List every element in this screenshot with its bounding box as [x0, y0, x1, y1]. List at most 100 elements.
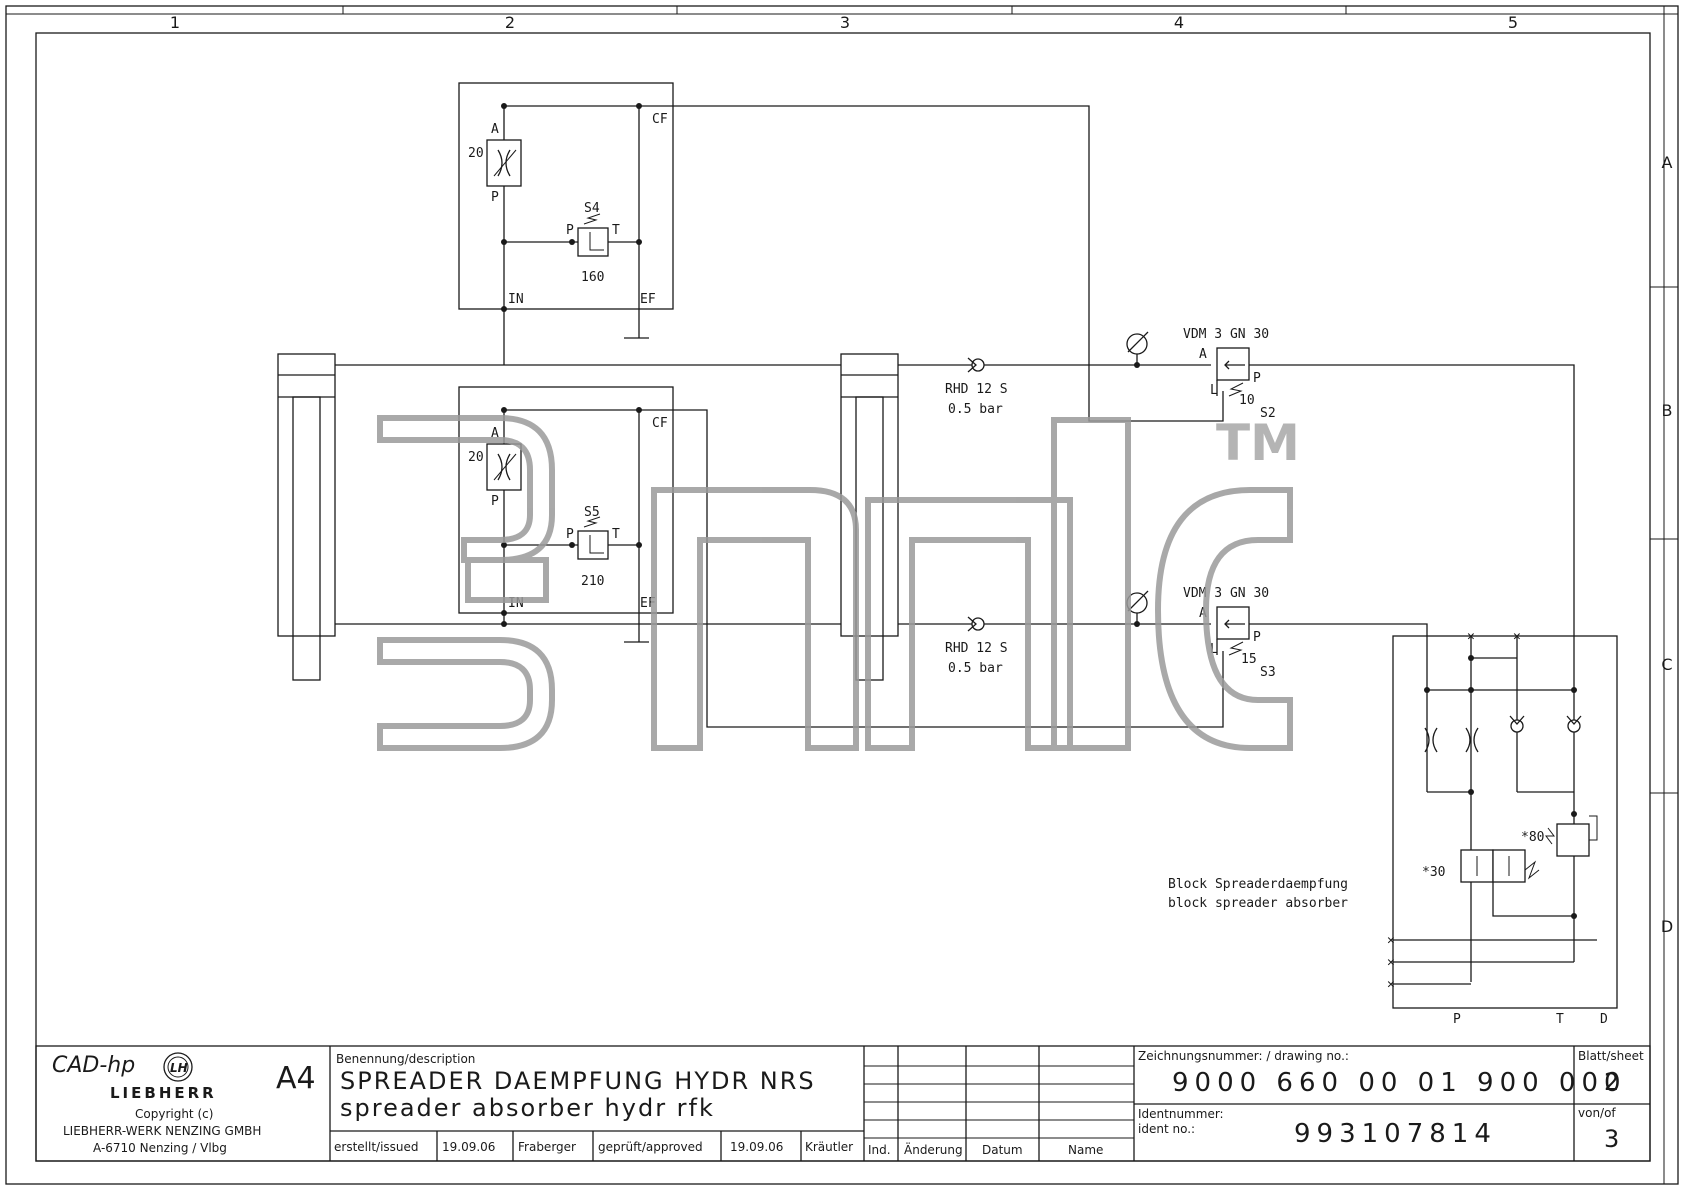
sheet-number: 2 [1604, 1068, 1619, 1096]
description-de: SPREADER DAEMPFUNG HYDR NRS [340, 1067, 816, 1095]
grid-row-b: B [1662, 401, 1673, 420]
sheet-label: Blatt/sheet [1578, 1049, 1644, 1063]
pressure-valve-s3-label: S3 [1260, 665, 1276, 680]
upper-port-in: IN [508, 292, 524, 307]
pressure-gauge-upper [1126, 331, 1149, 368]
description-label: Benennung/description [336, 1052, 475, 1066]
absorber-valve-30-setting: *30 [1422, 865, 1445, 880]
pressure-valve-s3-port-l: L [1210, 642, 1218, 657]
svg-text:✕: ✕ [1387, 933, 1395, 948]
upper-port-cf: CF [652, 112, 668, 127]
grid-col-3: 3 [840, 13, 850, 32]
svg-text:✕: ✕ [1387, 955, 1395, 970]
absorber-label-en: block spreader absorber [1168, 896, 1348, 911]
cylinder-left [277, 353, 336, 681]
absorber-valve-30 [1460, 849, 1574, 917]
grid-column-labels: 1 2 3 4 5 [170, 13, 1518, 32]
upper-port-p: P [491, 190, 499, 205]
copyright-text: Copyright (c) [135, 1107, 213, 1121]
grid-row-labels: A B C D [1661, 153, 1673, 936]
upper-relief-t: T [612, 223, 620, 238]
pressure-valve-s2-setting: 10 [1239, 393, 1255, 408]
absorber-port-t: T [1556, 1012, 1564, 1027]
check-valve-upper: RHD 12 S 0.5 bar [945, 357, 1008, 417]
absorber-valve-80 [1545, 815, 1598, 857]
company-name: LIEBHERR-WERK NENZING GMBH [63, 1124, 261, 1138]
upper-port-ef: EF [640, 292, 656, 307]
revision-name-header: Name [1068, 1143, 1103, 1157]
pressure-valve-s3-port-p: P [1253, 630, 1261, 645]
check-valve-lower-pressure: 0.5 bar [948, 661, 1003, 676]
grid-col-2: 2 [505, 13, 515, 32]
title-block: CAD-hp LH LIEBHERR A4 Copyright (c) LIEB… [35, 1045, 1651, 1162]
pressure-valve-s3-type: VDM 3 GN 30 [1183, 586, 1269, 601]
svg-text:✕: ✕ [1513, 629, 1521, 644]
drawing-no-label: Zeichnungsnummer: / drawing no.: [1138, 1049, 1349, 1063]
pressure-valve-s2-port-p: P [1253, 371, 1261, 386]
valve-block-lower: 20 A P S5 P T 210 CF IN EF [458, 386, 674, 643]
pressure-valve-s2-type: VDM 3 GN 30 [1183, 327, 1269, 342]
lower-relief-p: P [566, 527, 574, 542]
upper-port-a: A [491, 122, 499, 137]
pressure-valve-s3-setting: 15 [1241, 652, 1257, 667]
cad-label: CAD-hp [52, 1053, 135, 1078]
issued-date: 19.09.06 [442, 1140, 495, 1154]
absorber-valve-80-setting: *80 [1521, 830, 1544, 845]
pressure-gauge-lower [1126, 590, 1149, 627]
revision-change-header: Änderung [904, 1142, 963, 1157]
upper-relief-label: S4 [584, 201, 600, 216]
approved-by: Kräutler [805, 1140, 853, 1154]
of-label: von/of [1578, 1106, 1616, 1120]
lower-relief-pressure: 210 [581, 574, 604, 589]
pressure-valve-s3-port-a: A [1199, 606, 1207, 621]
upper-relief-pressure: 160 [581, 270, 604, 285]
svg-text:✕: ✕ [1467, 629, 1475, 644]
check-valve-upper-pressure: 0.5 bar [948, 402, 1003, 417]
drawing-frame [5, 5, 1679, 1185]
revision-ind-header: Ind. [868, 1143, 891, 1157]
valve-block-upper: 20 A P S4 P T 160 CF IN EF [458, 82, 674, 339]
ident-label-de: Identnummer: [1138, 1107, 1224, 1121]
approved-date: 19.09.06 [730, 1140, 783, 1154]
relief-valve-s5 [577, 516, 609, 560]
hydraulic-lines [335, 105, 1575, 728]
throttle-valve-upper [486, 139, 522, 187]
revision-date-header: Datum [982, 1143, 1023, 1157]
upper-relief-p: P [566, 223, 574, 238]
pressure-valve-s2-port-a: A [1199, 347, 1207, 362]
watermark-logo: TM [377, 414, 1300, 751]
check-valve-lower: RHD 12 S 0.5 bar [945, 616, 1008, 676]
ident-number: 993107814 [1294, 1119, 1497, 1149]
grid-col-5: 5 [1508, 13, 1518, 32]
pressure-valve-s2: VDM 3 GN 30 A L P 10 S2 [1183, 327, 1276, 421]
issued-by: Fraberger [518, 1140, 576, 1154]
watermark-tm: TM [1216, 414, 1300, 472]
lower-port-a: A [491, 426, 499, 441]
check-valve-lower-type: RHD 12 S [945, 641, 1008, 656]
of-number: 3 [1604, 1125, 1619, 1153]
issued-label: erstellt/issued [334, 1140, 419, 1154]
relief-valve-s4 [577, 213, 609, 257]
grid-row-c: C [1661, 655, 1672, 674]
lower-port-p: P [491, 494, 499, 509]
approved-label: geprüft/approved [598, 1140, 703, 1154]
absorber-label-de: Block Spreaderdaempfung [1168, 877, 1348, 892]
company-address: A-6710 Nenzing / Vlbg [93, 1141, 227, 1155]
lower-relief-label: S5 [584, 505, 600, 520]
liebherr-emblem-icon: LH [163, 1052, 193, 1082]
absorber-port-d: D [1600, 1012, 1608, 1027]
svg-text:✕: ✕ [1387, 977, 1395, 992]
company-logo-text: LIEBHERR [110, 1084, 217, 1102]
ident-label-en: ident no.: [1138, 1122, 1195, 1136]
absorber-block: ✕ ✕ ✕ ✕ ✕ *30 *80 P T D Block Spreaderda… [1168, 629, 1618, 1027]
description-en: spreader absorber hydr rfk [340, 1094, 715, 1122]
check-valve-upper-type: RHD 12 S [945, 382, 1008, 397]
pressure-valve-s2-label: S2 [1260, 406, 1276, 421]
upper-throttle-size: 20 [468, 146, 484, 161]
lower-throttle-size: 20 [468, 450, 484, 465]
grid-col-1: 1 [170, 13, 180, 32]
pressure-valve-s3: VDM 3 GN 30 A L P 15 S3 [1183, 586, 1276, 680]
lower-port-cf: CF [652, 416, 668, 431]
throttle-valve-lower [486, 443, 522, 491]
